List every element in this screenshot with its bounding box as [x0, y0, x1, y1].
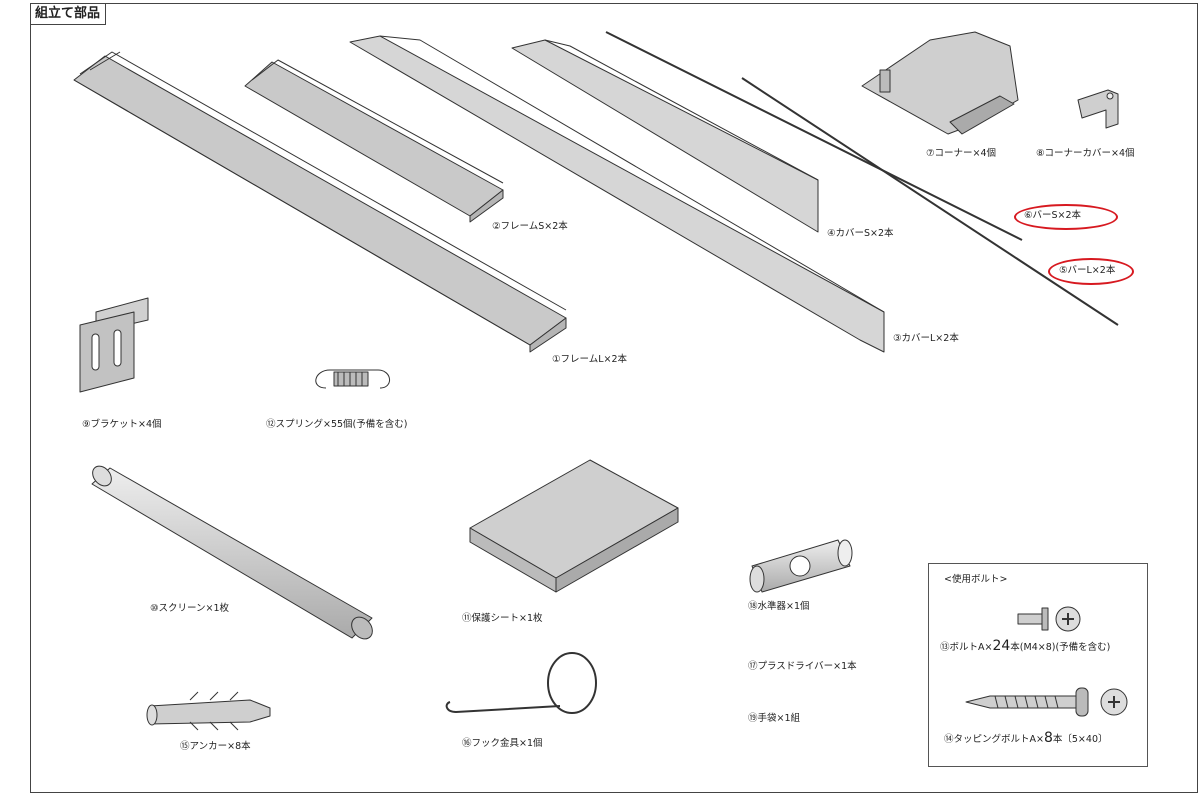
label-screen: ⑩スクリーン×1枚: [150, 603, 230, 614]
bolt-a-illustration: [1017, 606, 1081, 632]
corner-illustration: [861, 31, 1019, 135]
cover-l-illustration: [349, 35, 885, 353]
sheet-frame: [30, 3, 1198, 793]
bolt-box-heading: <使用ボルト>: [944, 574, 1008, 585]
label-frame-l: ①フレームL×2本: [552, 354, 628, 365]
cover-s-illustration: [511, 39, 819, 233]
label-tapping-bolt-a: ⑭タッピングボルトA×8本〔5×40〕: [944, 730, 1108, 746]
label-cover-l: ③カバーL×2本: [893, 333, 959, 344]
tapping-bolt-suffix: 本〔5×40〕: [1052, 734, 1108, 745]
label-protective-sheet: ⑪保護シート×1枚: [462, 613, 543, 624]
hook-illustration: [445, 652, 597, 714]
bolt-a-suffix: 本(M4×8)(予備を含む): [1010, 642, 1111, 653]
label-gloves: ⑲手袋×1組: [748, 713, 801, 724]
screen-illustration: [91, 465, 373, 640]
bar-s-illustration: [605, 31, 1023, 241]
label-corner-cover: ⑧コーナーカバー×4個: [1036, 148, 1135, 159]
anchor-illustration: [146, 691, 271, 731]
bracket-illustration: [79, 297, 149, 393]
tapping-bolt-a-illustration: [965, 687, 1128, 717]
label-frame-s: ②フレームS×2本: [492, 221, 568, 232]
label-corner: ⑦コーナー×4個: [926, 148, 997, 159]
highlight-ring-bar-l: [1048, 258, 1134, 285]
label-bolt-a: ⑬ボルトA×24本(M4×8)(予備を含む): [940, 638, 1111, 654]
label-anchor: ⑮アンカー×8本: [180, 741, 251, 752]
corner-cover-illustration: [1077, 89, 1119, 129]
spring-illustration: [315, 369, 390, 389]
tapping-bolt-prefix: ⑭タッピングボルトA×: [944, 734, 1044, 745]
level-illustration: [749, 539, 853, 593]
label-hook: ⑯フック金具×1個: [462, 738, 543, 749]
bolt-box: [928, 563, 1148, 767]
label-screwdriver: ⑰プラスドライバー×1本: [748, 661, 857, 672]
bolt-a-count: 24: [992, 638, 1011, 654]
frame-l-illustration: [73, 51, 567, 353]
bolt-a-prefix: ⑬ボルトA×: [940, 642, 993, 653]
label-bar-l: ⑤バーL×2本: [1059, 265, 1116, 276]
protective-sheet-illustration: [469, 459, 679, 593]
bar-l-illustration: [741, 77, 1119, 326]
tapping-bolt-count: 8: [1043, 730, 1053, 746]
label-bar-s: ⑥バーS×2本: [1024, 210, 1082, 221]
frame-s-illustration: [244, 59, 504, 223]
label-bracket: ⑨ブラケット×4個: [82, 419, 162, 430]
label-spring: ⑫スプリング×55個(予備を含む): [266, 419, 408, 430]
page-title: 組立て部品: [30, 3, 106, 25]
label-cover-s: ④カバーS×2本: [827, 228, 894, 239]
label-level: ⑱水準器×1個: [748, 601, 810, 612]
highlight-ring-bar-s: [1014, 204, 1118, 230]
